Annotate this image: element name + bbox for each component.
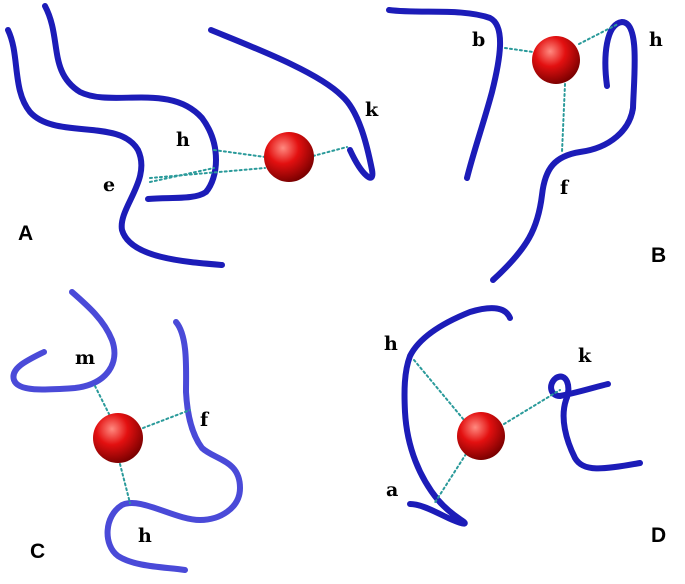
backbone-chain-c2 bbox=[104, 319, 243, 573]
residue-label-b-h: h bbox=[649, 29, 663, 51]
panel-label-c: C bbox=[30, 540, 45, 563]
residue-label-d-k: k bbox=[578, 345, 592, 367]
coordination-bond-c-m bbox=[94, 385, 111, 417]
coordination-bond-b-b bbox=[504, 47, 534, 53]
coordination-bond-d-k bbox=[503, 389, 561, 425]
panel-a: h e k A bbox=[5, 3, 379, 268]
coordination-bond-c-h bbox=[119, 463, 131, 504]
coordination-bond-a-k bbox=[312, 146, 348, 157]
residue-label-c-m: m bbox=[75, 347, 95, 369]
backbone-chain-d1 bbox=[401, 305, 513, 527]
coordination-bond-d-a bbox=[433, 453, 467, 505]
coordination-bond-c-f bbox=[142, 409, 191, 429]
residue-label-d-h: h bbox=[384, 333, 398, 355]
coordination-bond-a-h bbox=[213, 149, 266, 158]
metal-ion-sphere-a bbox=[264, 132, 314, 182]
residue-label-c-h: h bbox=[138, 525, 152, 547]
coordination-bond-b-f bbox=[561, 83, 566, 153]
metal-ion-sphere-b bbox=[532, 36, 580, 84]
backbone-chain-c1 bbox=[10, 289, 118, 393]
backbone-chain-d2 bbox=[548, 373, 643, 472]
residue-label-a-k: k bbox=[365, 99, 379, 121]
residue-label-a-h: h bbox=[176, 129, 190, 151]
coordination-bond-a-e2 bbox=[149, 167, 215, 183]
residue-label-b-f: f bbox=[560, 177, 570, 199]
panel-label-b: B bbox=[651, 244, 666, 267]
metal-ion-sphere-c bbox=[93, 413, 143, 463]
panel-c: m f h C bbox=[10, 289, 243, 573]
coordination-bond-b-h bbox=[578, 23, 619, 45]
coordination-bond-a-e bbox=[149, 167, 266, 179]
panel-label-d: D bbox=[651, 524, 666, 547]
backbone-chain-b1 bbox=[386, 7, 503, 181]
residue-label-c-f: f bbox=[200, 409, 210, 431]
panel-label-a: A bbox=[18, 222, 33, 245]
panel-d: h k a D bbox=[384, 305, 666, 547]
backbone-chain-a2 bbox=[42, 3, 219, 202]
residue-label-a-e: e bbox=[103, 174, 115, 196]
backbone-chain-a3 bbox=[208, 27, 376, 181]
coordination-bond-d-h bbox=[413, 359, 465, 421]
backbone-chain-a1 bbox=[5, 27, 225, 268]
metal-ion-sphere-d bbox=[457, 412, 505, 460]
backbone-chain-b2 bbox=[490, 19, 638, 283]
residue-label-b-b: b bbox=[472, 29, 485, 51]
panel-b: b h f B bbox=[386, 7, 666, 283]
residue-label-d-a: a bbox=[386, 479, 398, 501]
